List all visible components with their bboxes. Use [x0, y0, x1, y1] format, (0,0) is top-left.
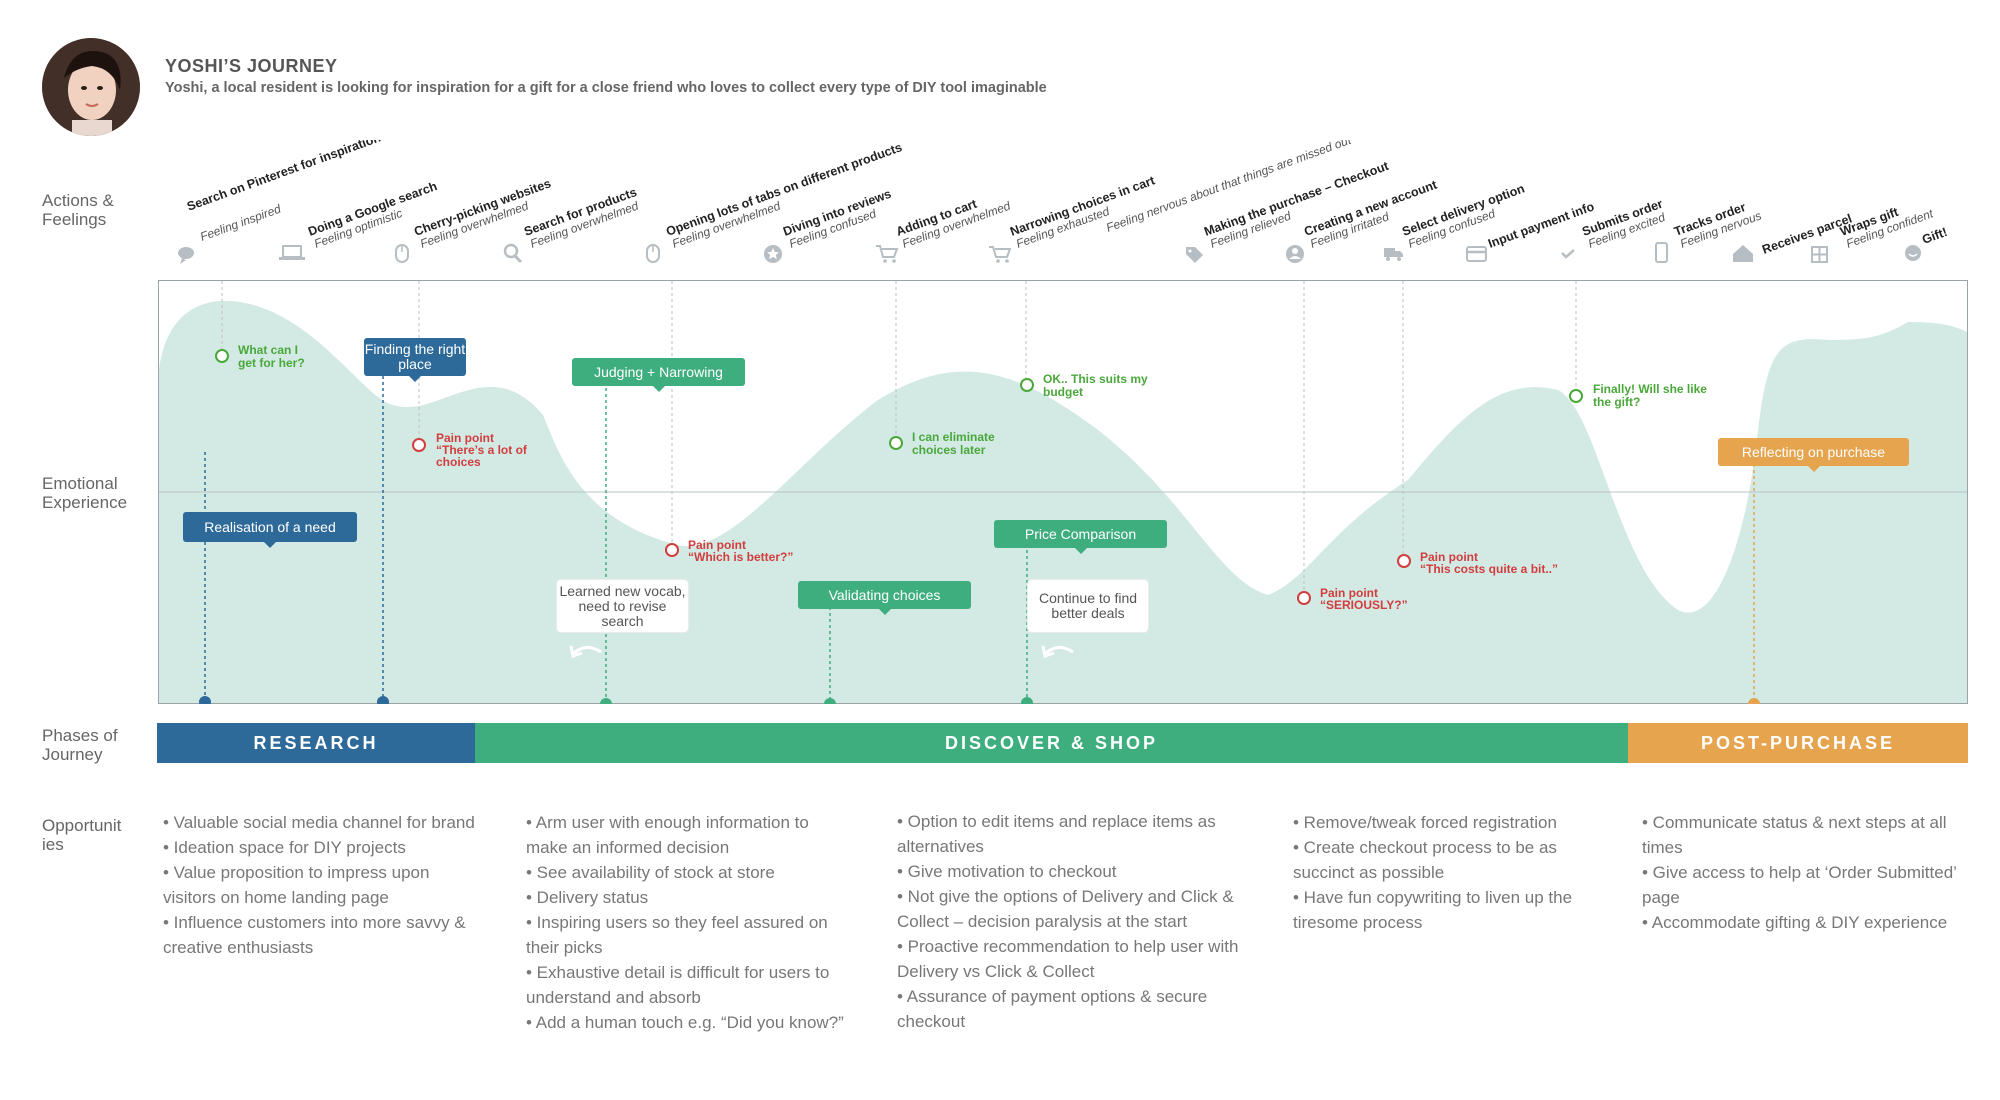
opportunity-item: • Proactive recommendation to help user …	[897, 937, 1239, 981]
opportunity-item: • Option to edit items and replace items…	[897, 812, 1216, 856]
opportunities-checkout: • Remove/tweak forced registration • Cre…	[1293, 810, 1618, 935]
actions-row: Search on Pinterest for inspiration Feel…	[0, 130, 2000, 270]
cart-icon	[989, 246, 1012, 263]
emotion-chart: What can I get for her? I can eliminate …	[158, 280, 1968, 710]
opportunity-item: • Exhaustive detail is difficult for use…	[526, 963, 830, 1007]
page-subtitle: Yoshi, a local resident is looking for i…	[165, 80, 1047, 96]
revise-arrow-icon	[571, 646, 602, 656]
note-learned-vocab: Learned new vocab, need to revise search	[557, 580, 688, 632]
opportunity-item: • Valuable social media channel for bran…	[163, 813, 475, 832]
pain-label: Pain point “Which is better?”	[688, 539, 828, 563]
mouse-icon	[646, 244, 660, 263]
row-label-opportunities: Opportunities	[42, 816, 122, 854]
action-label: Receives parcel	[1760, 211, 1854, 256]
pain-title: Pain point	[1320, 586, 1378, 600]
truck-icon	[1384, 248, 1403, 261]
cart-plus-icon	[876, 245, 899, 263]
pain-title: Pain point	[688, 538, 746, 552]
opportunities-discover-2: • Option to edit items and replace items…	[897, 809, 1257, 1034]
opportunity-item: • Inspiring users so they feel assured o…	[526, 913, 828, 957]
laptop-icon	[279, 245, 305, 260]
user-icon	[1286, 245, 1304, 263]
pain-quote: “There’s a lot of choices	[436, 443, 527, 469]
home-icon	[1733, 245, 1753, 262]
avatar	[42, 38, 140, 136]
page-title: YOSHI’S JOURNEY	[165, 56, 338, 76]
positive-label: I can eliminate choices later	[912, 430, 995, 457]
tag-finding: Finding the right place	[364, 338, 466, 382]
opportunity-item: • Accommodate gifting & DIY experience	[1642, 913, 1948, 932]
positive-point	[889, 436, 903, 450]
opportunity-item: • Delivery status	[526, 888, 649, 907]
tag-validating: Validating choices	[798, 581, 971, 615]
pain-quote: “SERIOUSLY?”	[1320, 598, 1408, 612]
opportunity-item: • Not give the options of Delivery and C…	[897, 887, 1234, 931]
smile-icon	[1905, 245, 1921, 261]
positive-label: OK.. This suits my budget	[1043, 372, 1148, 399]
action-label: Narrowing choices in cart	[1008, 173, 1157, 239]
pain-label: Pain point “This costs quite a bit..”	[1420, 551, 1590, 575]
positive-label: What can I get for her?	[238, 343, 305, 370]
opportunity-item: • Influence customers into more savvy & …	[163, 913, 466, 957]
opportunity-item: • Give motivation to checkout	[897, 862, 1117, 881]
pain-label: Pain point “SERIOUSLY?”	[1320, 587, 1460, 611]
pain-title: Pain point	[1420, 550, 1478, 564]
row-label-actions: Actions & Feelings	[42, 191, 114, 229]
opportunity-item: • Arm user with enough information to ma…	[526, 813, 809, 857]
pain-point	[412, 438, 426, 452]
star-icon	[764, 245, 782, 263]
opportunity-item: • Create checkout process to be as succi…	[1293, 838, 1557, 882]
tag-judging: Judging + Narrowing	[572, 358, 745, 392]
opportunities-discover-1: • Arm user with enough information to ma…	[526, 810, 846, 1035]
tag-price-comparison: Price Comparison	[994, 520, 1167, 554]
tag-realisation: Realisation of a need	[183, 512, 357, 548]
opportunity-item: • Assurance of payment options & secure …	[897, 987, 1208, 1031]
tag-reflecting: Reflecting on purchase	[1718, 438, 1909, 472]
pain-quote: “This costs quite a bit..”	[1420, 562, 1559, 576]
revise-arrow-icon	[1043, 646, 1074, 656]
positive-point	[1020, 378, 1034, 392]
phone-icon	[1655, 242, 1668, 263]
positive-point	[1569, 389, 1583, 403]
pain-title: Pain point	[436, 431, 494, 445]
actions-svg: Search on Pinterest for inspiration Feel…	[178, 130, 1949, 264]
opportunity-item: • See availability of stock at store	[526, 863, 775, 882]
action-label: Gift!	[1920, 225, 1949, 247]
pain-point	[1397, 554, 1411, 568]
magnifier-icon	[503, 243, 523, 264]
gift-box-icon	[1811, 246, 1828, 263]
row-label-emotional: Emotional Experience	[42, 474, 128, 512]
opportunity-item: • Have fun copywriting to liven up the t…	[1293, 888, 1573, 932]
phase-post-purchase: POST-PURCHASE	[1628, 723, 1968, 763]
tag-icon	[1186, 247, 1203, 263]
action-label: Search on Pinterest for inspiration	[185, 140, 382, 214]
check-icon	[1561, 249, 1575, 259]
positive-label: Finally! Will she like the gift?	[1593, 382, 1707, 409]
pain-point	[665, 543, 679, 557]
phase-discover-shop: DISCOVER & SHOP	[475, 723, 1628, 763]
mouse-icon	[395, 244, 409, 263]
row-label-phases: Phases of Journey	[42, 726, 118, 764]
note-continue-deals: Continue to find better deals	[1028, 580, 1148, 632]
speech-bubble-icon	[178, 247, 194, 264]
opportunity-item: • Ideation space for DIY projects	[163, 838, 406, 857]
opportunities-research: • Valuable social media channel for bran…	[163, 810, 478, 960]
opportunity-item: • Value proposition to impress upon visi…	[163, 863, 430, 907]
card-icon	[1466, 246, 1487, 262]
phase-research: RESEARCH	[157, 723, 475, 763]
opportunity-item: • Give access to help at ‘Order Submitte…	[1642, 863, 1957, 907]
pain-point	[1297, 591, 1311, 605]
opportunities-post: • Communicate status & next steps at all…	[1642, 810, 1962, 935]
opportunity-item: • Remove/tweak forced registration	[1293, 813, 1557, 832]
opportunity-item: • Communicate status & next steps at all…	[1642, 813, 1947, 857]
feeling-label: Feeling inspired	[198, 202, 283, 244]
positive-point	[215, 349, 229, 363]
pain-label: Pain point “There’s a lot of choices	[436, 432, 546, 468]
pain-quote: “Which is better?”	[688, 550, 794, 564]
opportunity-item: • Add a human touch e.g. “Did you know?”	[526, 1013, 844, 1032]
